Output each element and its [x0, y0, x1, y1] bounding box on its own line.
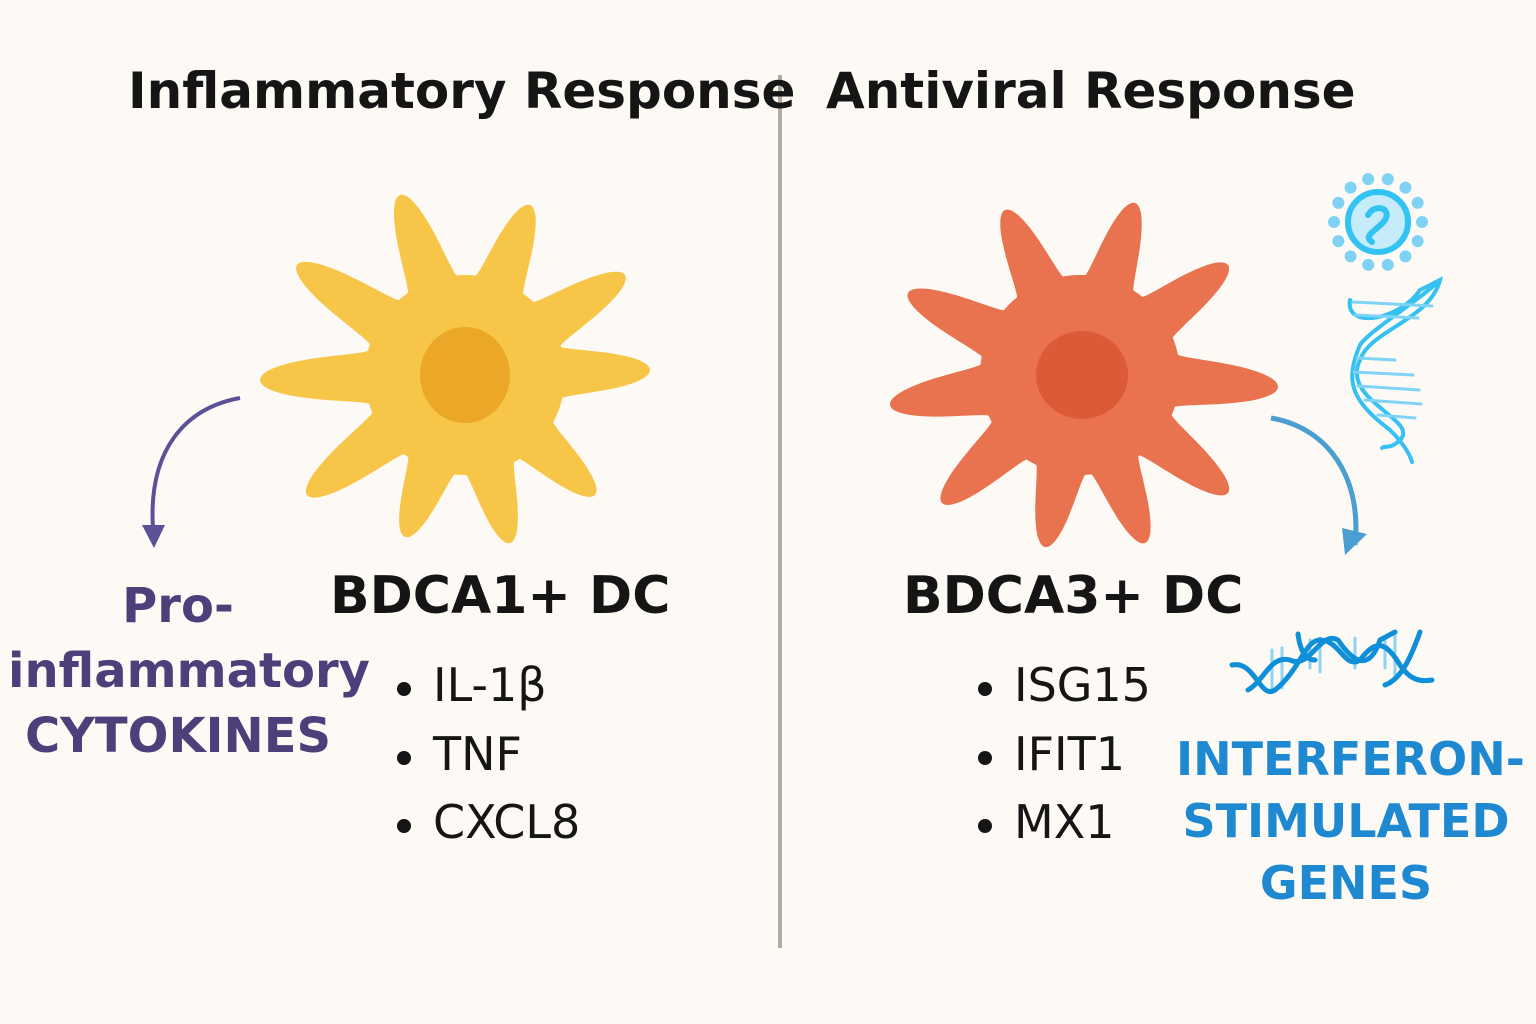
- isg-label-line: STIMULATED: [1182, 794, 1510, 848]
- arrow-to-isgs: [1270, 415, 1367, 555]
- gene-item: IL-1β: [397, 658, 547, 712]
- virus-icon: [1328, 173, 1428, 271]
- inflammatory-response-title: Inflammatory Response: [128, 62, 796, 120]
- dna-helix-icon: [1347, 276, 1444, 464]
- bdca1-dc-label: BDCA1+ DC: [330, 566, 671, 626]
- gene-item: TNF: [397, 727, 522, 781]
- cytokines-label-line: CYTOKINES: [24, 708, 332, 764]
- virus-spike: [1344, 181, 1357, 194]
- virus-spike: [1332, 235, 1345, 248]
- cytokines-label-line: Pro-: [122, 578, 234, 634]
- virus-spike: [1381, 173, 1394, 186]
- virus-spike: [1411, 235, 1424, 248]
- virus-spike: [1332, 196, 1345, 209]
- virus-spike: [1399, 181, 1412, 194]
- gene-item: CXCL8: [397, 795, 580, 849]
- virus-spike: [1362, 173, 1375, 186]
- bullet: [397, 818, 411, 833]
- virus-spike: [1416, 216, 1428, 228]
- bullet: [978, 818, 992, 833]
- virus-spike: [1399, 250, 1412, 263]
- virus-spike: [1328, 216, 1340, 228]
- virus-spike: [1344, 250, 1357, 263]
- bullet: [978, 681, 992, 696]
- isg-label-line: INTERFERON-: [1176, 732, 1525, 786]
- bdca3-nucleus: [1036, 331, 1128, 419]
- gene-item: ISG15: [978, 658, 1151, 712]
- bdca1-nucleus: [420, 327, 510, 423]
- virus-spike: [1362, 258, 1375, 271]
- bdca3-dc-label: BDCA3+ DC: [903, 566, 1244, 626]
- gene-item: IFIT1: [978, 727, 1125, 781]
- virus-spike: [1411, 196, 1424, 209]
- antiviral-response-title: Antiviral Response: [826, 62, 1356, 120]
- bullet: [397, 681, 411, 696]
- bullet: [397, 750, 411, 765]
- arrow-to-cytokines: [142, 396, 241, 548]
- virus-spike: [1381, 258, 1394, 271]
- dna-strand-icon: [1229, 629, 1435, 695]
- cytokines-label-line: inflammatory: [8, 643, 370, 699]
- gene-item: MX1: [978, 795, 1114, 849]
- bullet: [978, 750, 992, 765]
- isg-label-line: GENES: [1259, 856, 1433, 910]
